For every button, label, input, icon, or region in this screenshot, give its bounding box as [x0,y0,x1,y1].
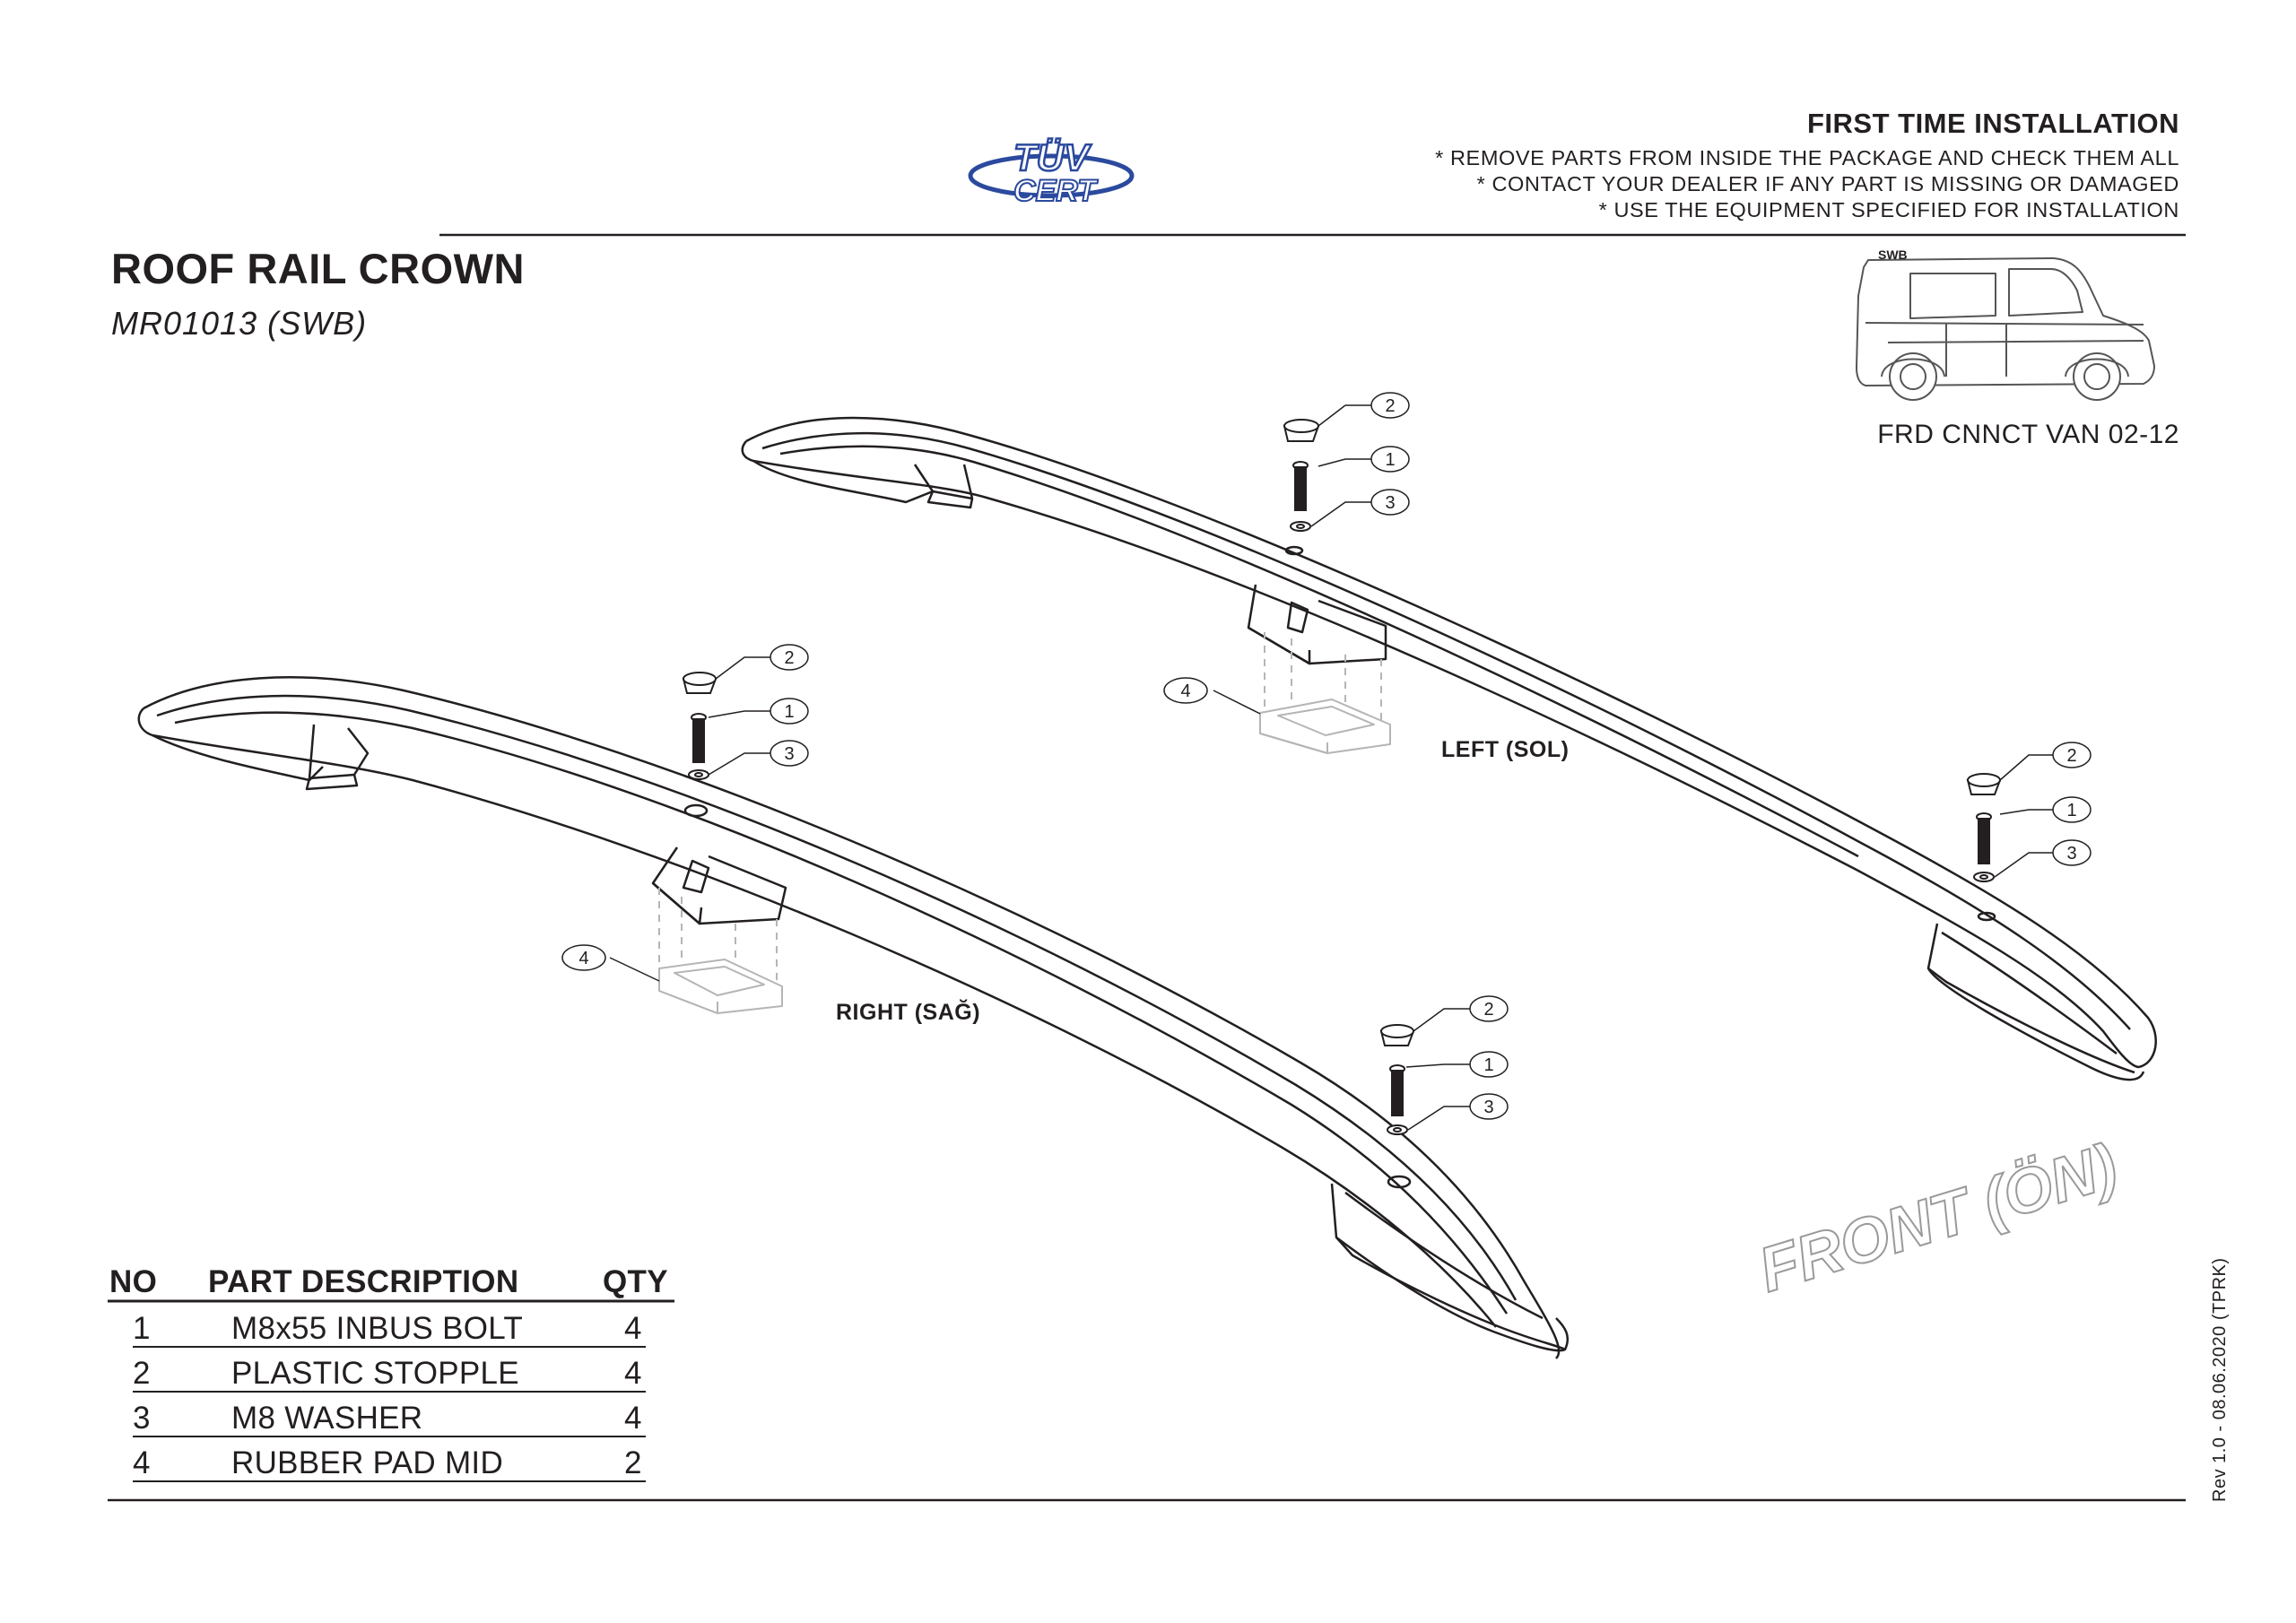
left-rubber-pad [1259,632,1391,754]
callout-bubble [1469,995,1509,1022]
callout-bubbles [561,392,2092,1120]
callout-bubble [1163,677,1208,704]
fastener-stack-right-center [682,672,718,780]
callout-washer-number: 3 [1385,493,1395,513]
row-qty: 4 [624,1401,642,1436]
callout-numbers: 2 1 3 2 1 3 2 1 3 2 1 3 4 4 [578,396,2076,1117]
callout-bubble [770,698,809,725]
vehicle-thumbnail [1856,257,2155,401]
callout-stopple-number: 2 [2066,746,2076,766]
logo-cert-text: CERT [1013,174,1099,208]
left-rail [741,416,2157,1081]
row-description: PLASTIC STOPPLE [231,1356,519,1391]
fastener-stack-left-center [1283,419,1320,532]
row-qty: 4 [624,1311,642,1346]
callout-bubble [2052,839,2092,866]
right-side-label: RIGHT (SAĞ) [836,1000,981,1025]
callout-bolt-number: 1 [1483,1055,1493,1075]
row-description: M8 WASHER [231,1401,423,1436]
callout-bubble [1370,392,1410,419]
instruction-line: * USE THE EQUIPMENT SPECIFIED FOR INSTAL… [1598,198,2179,221]
product-code: MR01013 (SWB) [111,305,368,342]
row-no: 2 [133,1356,151,1391]
callout-bubble [770,644,809,671]
callout-bubble [1370,489,1410,516]
callout-washer-number: 3 [2066,844,2076,864]
callout-bolt-number: 1 [1385,450,1395,470]
row-qty: 4 [624,1356,642,1391]
table-header-description: PART DESCRIPTION [208,1264,519,1299]
callout-stopple-number: 2 [1483,1000,1493,1020]
product-title: ROOF RAIL CROWN [111,245,525,292]
fastener-stack-left-rear [1966,773,2002,882]
callout-washer-number: 3 [784,744,794,764]
row-no: 4 [133,1445,151,1480]
instruction-line: * REMOVE PARTS FROM INSIDE THE PACKAGE A… [1435,146,2179,169]
logo-tuv-text: TÜV [1013,136,1091,178]
vehicle-badge: SWB [1878,247,1908,262]
callout-bubble [1370,446,1410,473]
row-no: 3 [133,1401,151,1436]
installation-title: FIRST TIME INSTALLATION [1806,108,2179,139]
table-header-no: NO [109,1264,158,1299]
callout-stopple-number: 2 [1385,396,1395,416]
callout-washer-number: 3 [1483,1098,1493,1117]
callout-bubble [1469,1093,1509,1120]
callout-bolt-number: 1 [784,702,794,722]
callout-bolt-number: 1 [2066,801,2076,820]
right-rail [137,676,1570,1359]
row-description: M8x55 INBUS BOLT [231,1311,524,1346]
row-no: 1 [133,1311,151,1346]
instruction-line: * CONTACT YOUR DEALER IF ANY PART IS MIS… [1476,172,2179,195]
callout-bubble [561,944,606,971]
vehicle-name: FRD CNNCT VAN 02-12 [1877,420,2179,449]
callout-leaders [609,404,2054,1131]
callout-bubble [770,740,809,767]
callout-bubble [1469,1051,1509,1078]
revision-note: Rev 1.0 - 08.06.2020 (TPRK) [2210,1257,2230,1502]
table-header-qty: QTY [603,1264,668,1299]
row-qty: 2 [624,1445,642,1480]
callout-stopple-number: 2 [784,648,794,668]
callout-pad-number: 4 [578,949,588,968]
left-side-label: LEFT (SOL) [1441,737,1570,762]
tuv-cert-logo: TÜV CERT [968,135,1135,209]
fastener-stack-right-rear [1379,1024,1415,1135]
callout-pad-number: 4 [1180,681,1190,701]
row-description: RUBBER PAD MID [231,1445,504,1480]
callout-bubble [2052,742,2092,768]
callout-bubble [2052,796,2092,823]
parts-table-rules [108,1299,674,1482]
right-rubber-pad [658,888,783,1014]
